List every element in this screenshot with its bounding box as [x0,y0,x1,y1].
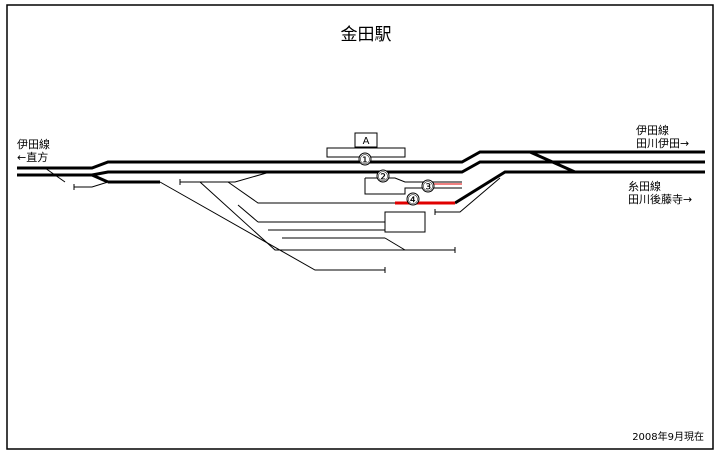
siding-left-b [74,181,109,188]
platform-circle [358,152,372,166]
siding-left-a [44,167,66,183]
crossover-right [529,150,576,174]
right-lower-line-name: 糸田線 [628,179,661,193]
station-building [354,132,378,148]
platform-number-3: ③ [421,179,435,195]
date-note: 2008年9月現在 [632,430,704,443]
platform-number-label: ② [377,170,389,185]
right-upper-line-name: 伊田線 [636,123,669,137]
platform-number-4: ④ [406,192,420,208]
left-line-name: 伊田線 [17,137,50,151]
yard-track-2 [199,181,455,251]
yard-track-9 [384,237,406,251]
station-building-label: A [363,136,370,147]
platform-number-label: ④ [407,193,419,208]
station-title: 金田駅 [341,25,392,45]
main-tracks [17,150,705,205]
platform-number-1: ① [358,152,372,168]
platform-number-2: ② [376,169,390,185]
right-lower-line-direction: 田川後藤寺→ [628,192,692,206]
yard-track-5 [237,204,259,223]
platform-number-label: ③ [422,180,434,195]
siding-right [435,177,501,213]
diagram-frame [6,4,714,450]
main-track-middle [17,160,705,177]
yard-track-4 [227,181,395,204]
track-connector-left [91,173,109,184]
yard-track-3 [180,171,271,183]
platform-number-label: ① [359,153,371,168]
platform-circle [421,179,435,193]
right-upper-line-direction: 田川伊田→ [636,137,689,150]
yard-tracks [44,167,501,273]
main-track-itoda [454,170,705,205]
main-track-upper [17,150,705,170]
yard-track-1 [159,181,385,271]
freight-building [384,211,426,233]
left-line-direction: ←直方 [17,150,48,164]
platform-circle [406,192,420,206]
platform-circle [376,169,390,183]
